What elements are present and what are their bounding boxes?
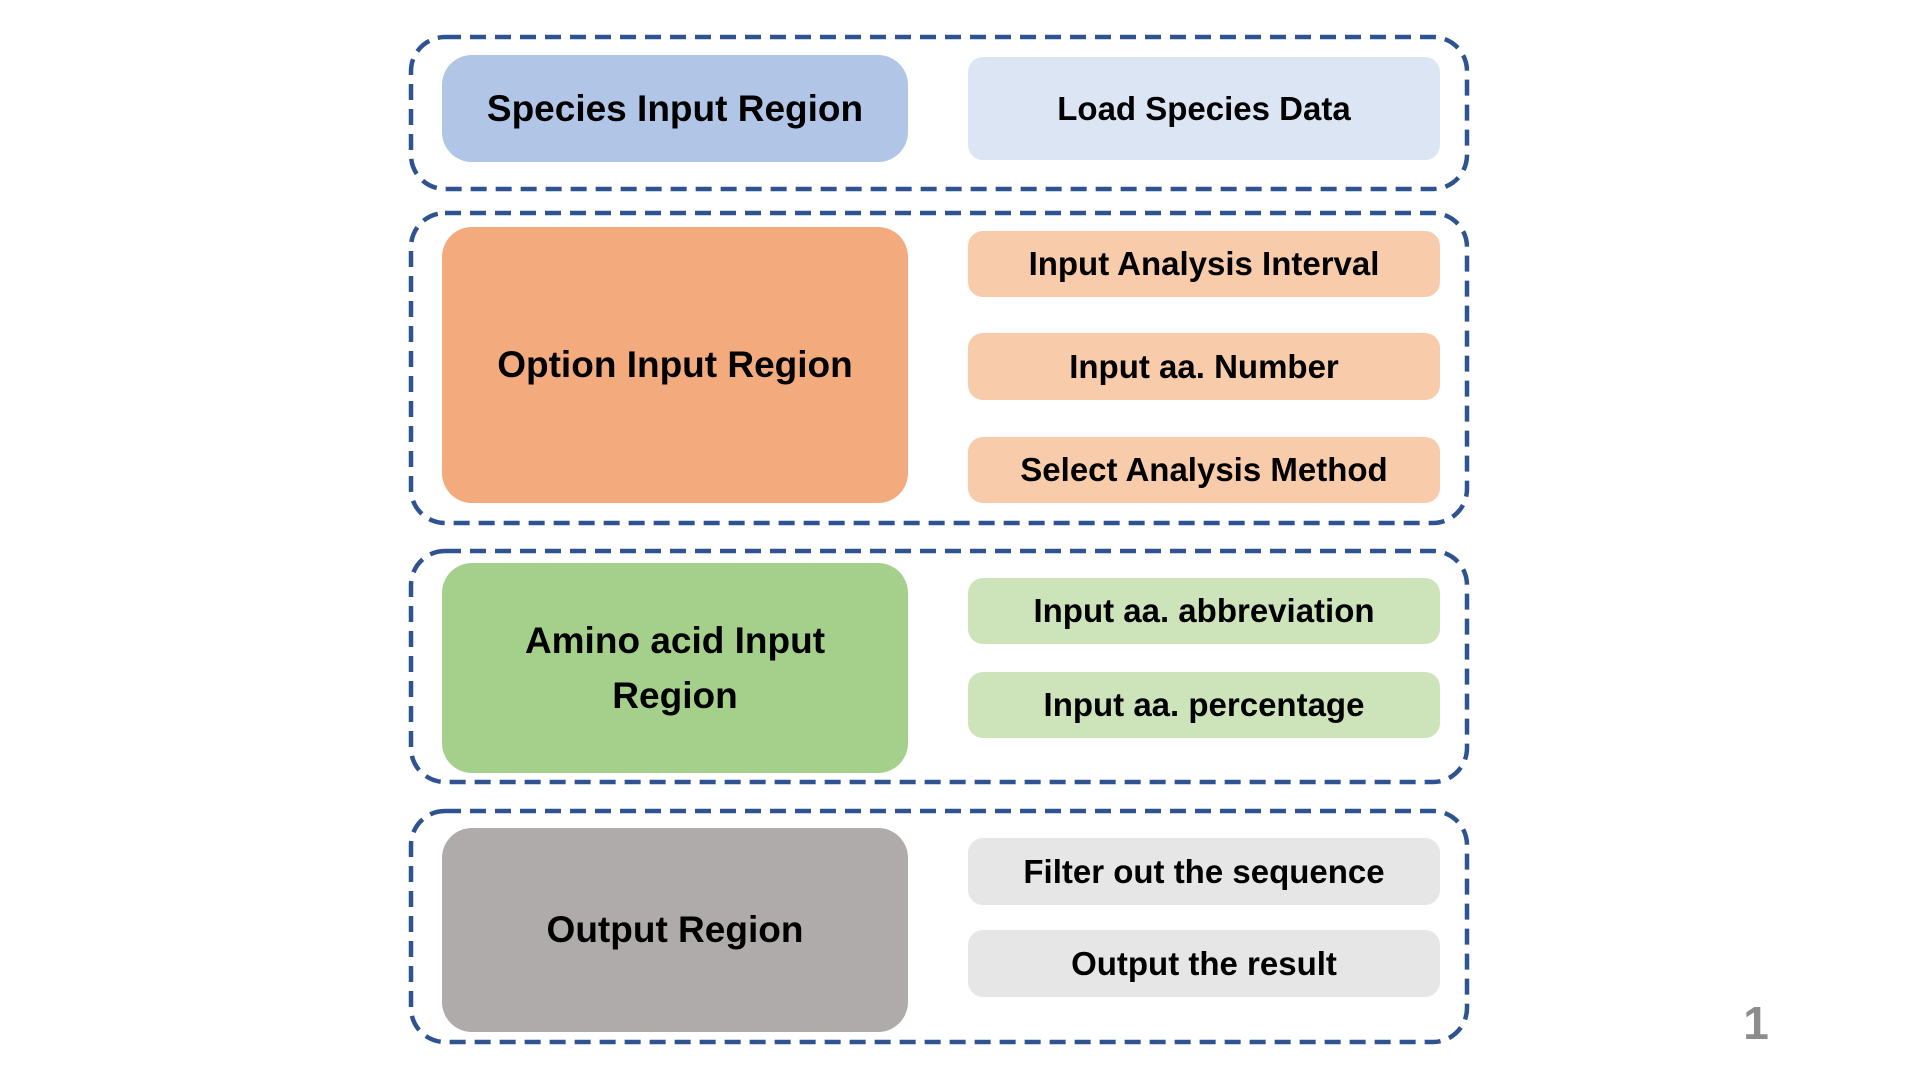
region-option-input: Option Input Region Input Analysis Inter… bbox=[408, 210, 1470, 526]
region-output: Output Region Filter out the sequence Ou… bbox=[408, 808, 1470, 1045]
input-aa-number-box: Input aa. Number bbox=[968, 333, 1440, 400]
input-aa-abbreviation-box: Input aa. abbreviation bbox=[968, 578, 1440, 644]
output-result-box: Output the result bbox=[968, 930, 1440, 997]
page-number: 1 bbox=[1743, 997, 1769, 1049]
option-input-region-label: Option Input Region bbox=[497, 344, 853, 386]
select-analysis-method-label: Select Analysis Method bbox=[1020, 451, 1388, 488]
filter-out-sequence-label: Filter out the sequence bbox=[1023, 852, 1385, 890]
species-input-region-label: Species Input Region bbox=[486, 87, 864, 129]
input-aa-number-label: Input aa. Number bbox=[1069, 347, 1339, 385]
region-amino-acid-input: Amino acid Input Region Input aa. abbrev… bbox=[408, 548, 1470, 785]
amino-acid-input-region-label: Amino acid Input Region bbox=[524, 619, 826, 717]
input-analysis-interval-label: Input Analysis Interval bbox=[1028, 245, 1380, 282]
dashed-border bbox=[408, 808, 1470, 1045]
output-region-box: Output Region bbox=[442, 828, 908, 1032]
filter-out-sequence-box: Filter out the sequence bbox=[968, 838, 1440, 905]
select-analysis-method-box: Select Analysis Method bbox=[968, 437, 1440, 503]
input-aa-percentage-box: Input aa. percentage bbox=[968, 672, 1440, 738]
dashed-border bbox=[408, 210, 1470, 526]
species-input-region-box: Species Input Region bbox=[442, 55, 908, 162]
load-species-data-box: Load Species Data bbox=[968, 57, 1440, 160]
dashed-border bbox=[408, 548, 1470, 785]
input-aa-abbreviation-label: Input aa. abbreviation bbox=[1033, 592, 1375, 629]
dashed-border bbox=[408, 34, 1470, 192]
output-region-label: Output Region bbox=[546, 909, 804, 951]
option-input-region-box: Option Input Region bbox=[442, 227, 908, 503]
region-species-input: Species Input Region Load Species Data bbox=[408, 34, 1470, 192]
amino-acid-input-region-box: Amino acid Input Region bbox=[442, 563, 908, 773]
load-species-data-label: Load Species Data bbox=[1057, 89, 1351, 127]
input-analysis-interval-box: Input Analysis Interval bbox=[968, 231, 1440, 297]
input-aa-percentage-label: Input aa. percentage bbox=[1043, 686, 1365, 723]
output-result-label: Output the result bbox=[1071, 944, 1337, 982]
